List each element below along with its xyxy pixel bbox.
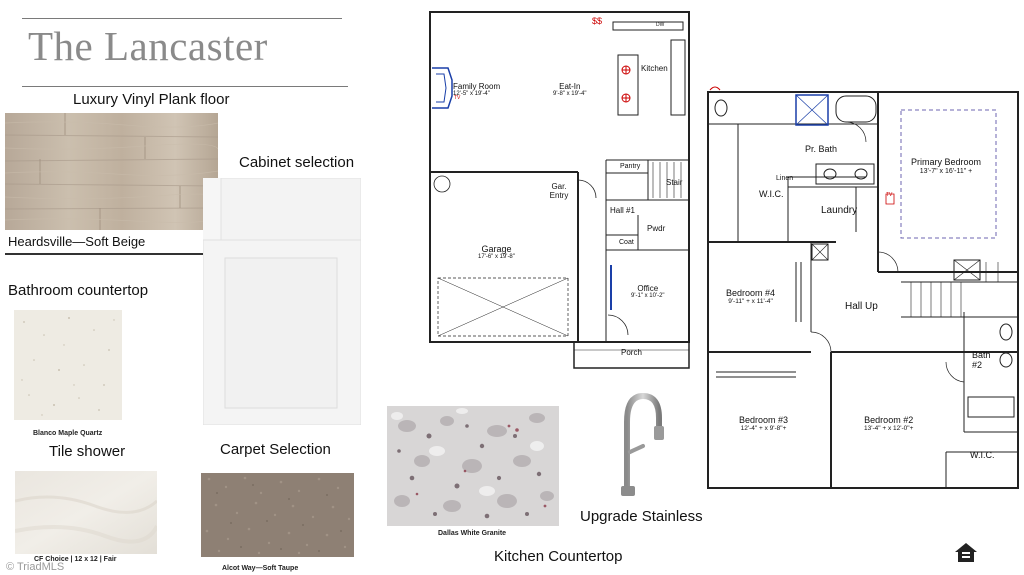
faucet-image (603, 390, 673, 500)
kitchen-counter-heading: Kitchen Countertop (494, 548, 623, 565)
floor-caption-rule (5, 253, 218, 255)
cabinet-heading: Cabinet selection (239, 154, 355, 171)
second-floor-plan: Pr. Bath Primary Bedroom 13'-7" x 16'-11… (706, 82, 1022, 492)
bath-counter-swatch (14, 310, 122, 420)
sf-tv-tag: TV (886, 192, 893, 198)
ff-porch: Porch (621, 348, 642, 357)
ff-pantry: Pantry (620, 163, 641, 170)
floor-swatch (5, 113, 218, 230)
sf-laundry: Laundry (821, 205, 858, 216)
ff-garage: Garage 17'-6" x 19'-8" (478, 244, 515, 260)
ff-family-room: Family Room 12'-5" x 19'-4" (453, 82, 501, 97)
sf-bath-2: Bath #2 (972, 350, 991, 370)
sf-primary-bath: Pr. Bath (805, 144, 838, 154)
mls-watermark: © TriadMLS (6, 561, 65, 573)
ff-powder: Pwdr (647, 224, 666, 233)
ff-garage-entry: Gar. Entry (549, 182, 569, 200)
page-title: The Lancaster (28, 23, 268, 69)
first-floor-plan: $$ Family Room 12'-5" x 19'-4" Eat-In 9'… (428, 10, 693, 372)
ff-kitchen: Kitchen (641, 64, 668, 73)
floor-heading: Luxury Vinyl Plank floor (73, 91, 230, 108)
ff-tv-tag: TV (454, 95, 461, 101)
floor-caption: Heardsville—Soft Beige (8, 234, 146, 249)
ff-stair: Stair (666, 178, 683, 187)
ff-hall-1: Hall #1 (610, 206, 635, 215)
carpet-heading: Carpet Selection (220, 441, 331, 458)
sf-bedroom-2: Bedroom #2 13'-4" + x 12'-0"+ (864, 415, 914, 432)
granite-swatch (387, 406, 559, 526)
bath-counter-caption: Blanco Maple Quartz (33, 430, 103, 437)
title-top-rule (22, 18, 342, 19)
carpet-swatch (201, 473, 354, 557)
sf-wic-primary: W.I.C. (759, 189, 784, 199)
sf-primary-bedroom: Primary Bedroom 13'-7" x 16'-11" + (910, 157, 982, 175)
ff-coat: Coat (619, 239, 634, 246)
svg-text:$$: $$ (592, 16, 602, 26)
sf-wic-bedroom-2: W.I.C. (970, 450, 995, 460)
carpet-caption: Alcot Way—Soft Taupe (222, 565, 299, 572)
ff-eat-in: Eat-In 9'-8" x 19'-4" (553, 82, 587, 97)
equal-housing-icon (953, 540, 979, 566)
sf-linen: Linen (776, 175, 794, 182)
tile-swatch (15, 471, 157, 554)
title-bottom-rule (22, 86, 348, 87)
cabinet-door-image (203, 178, 361, 425)
tile-heading: Tile shower (49, 443, 126, 460)
sf-bedroom-4: Bedroom #4 9'-11" + x 11'-4" (726, 288, 776, 305)
ff-office: Office 9'-1" x 10'-2" (631, 284, 665, 299)
sf-bedroom-3: Bedroom #3 12'-4" + x 9'-8"+ (739, 415, 789, 432)
tile-caption: CF Choice | 12 x 12 | Fair (34, 556, 117, 563)
sf-hall-up: Hall Up (845, 301, 878, 312)
bath-counter-heading: Bathroom countertop (8, 282, 149, 299)
faucet-heading: Upgrade Stainless (580, 508, 703, 525)
granite-caption: Dallas White Granite (438, 530, 507, 537)
ff-dw-tag: DW (656, 22, 665, 28)
